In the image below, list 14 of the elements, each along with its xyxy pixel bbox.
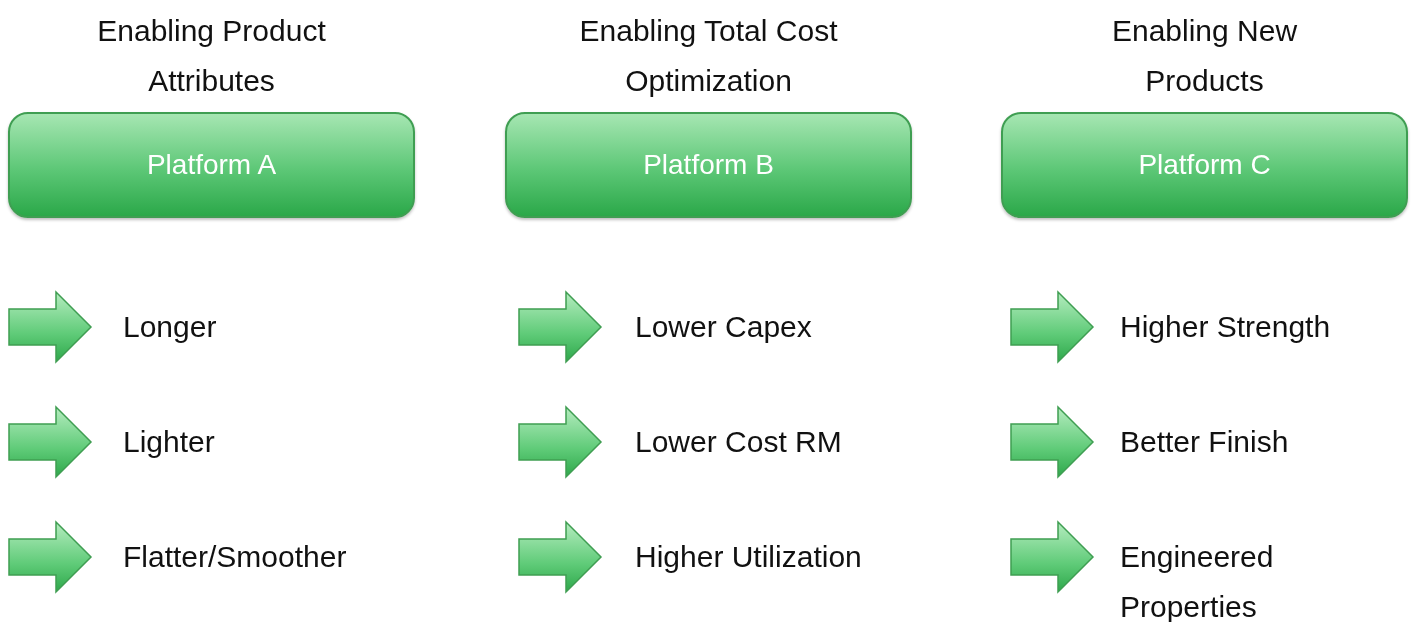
benefit-text: Lighter — [123, 424, 215, 460]
benefit-text: Lower Capex — [635, 309, 812, 345]
benefit-text: Longer — [123, 309, 217, 345]
platform-box: Platform C — [1001, 112, 1408, 218]
platform-box: Platform B — [505, 112, 912, 218]
column-heading: Enabling Product Attributes — [96, 13, 327, 99]
benefit-text: Better Finish — [1120, 424, 1289, 460]
column-heading: Enabling New Products — [1110, 13, 1299, 99]
benefit-text: Flatter/Smoother — [123, 539, 347, 575]
column-heading: Enabling Total Cost Optimization — [578, 13, 839, 99]
platform-box: Platform A — [8, 112, 415, 218]
benefit-text: Higher Strength — [1120, 309, 1331, 345]
benefit-text: Lower Cost RM — [635, 424, 842, 460]
benefit-text: Higher Utilization — [635, 539, 862, 575]
